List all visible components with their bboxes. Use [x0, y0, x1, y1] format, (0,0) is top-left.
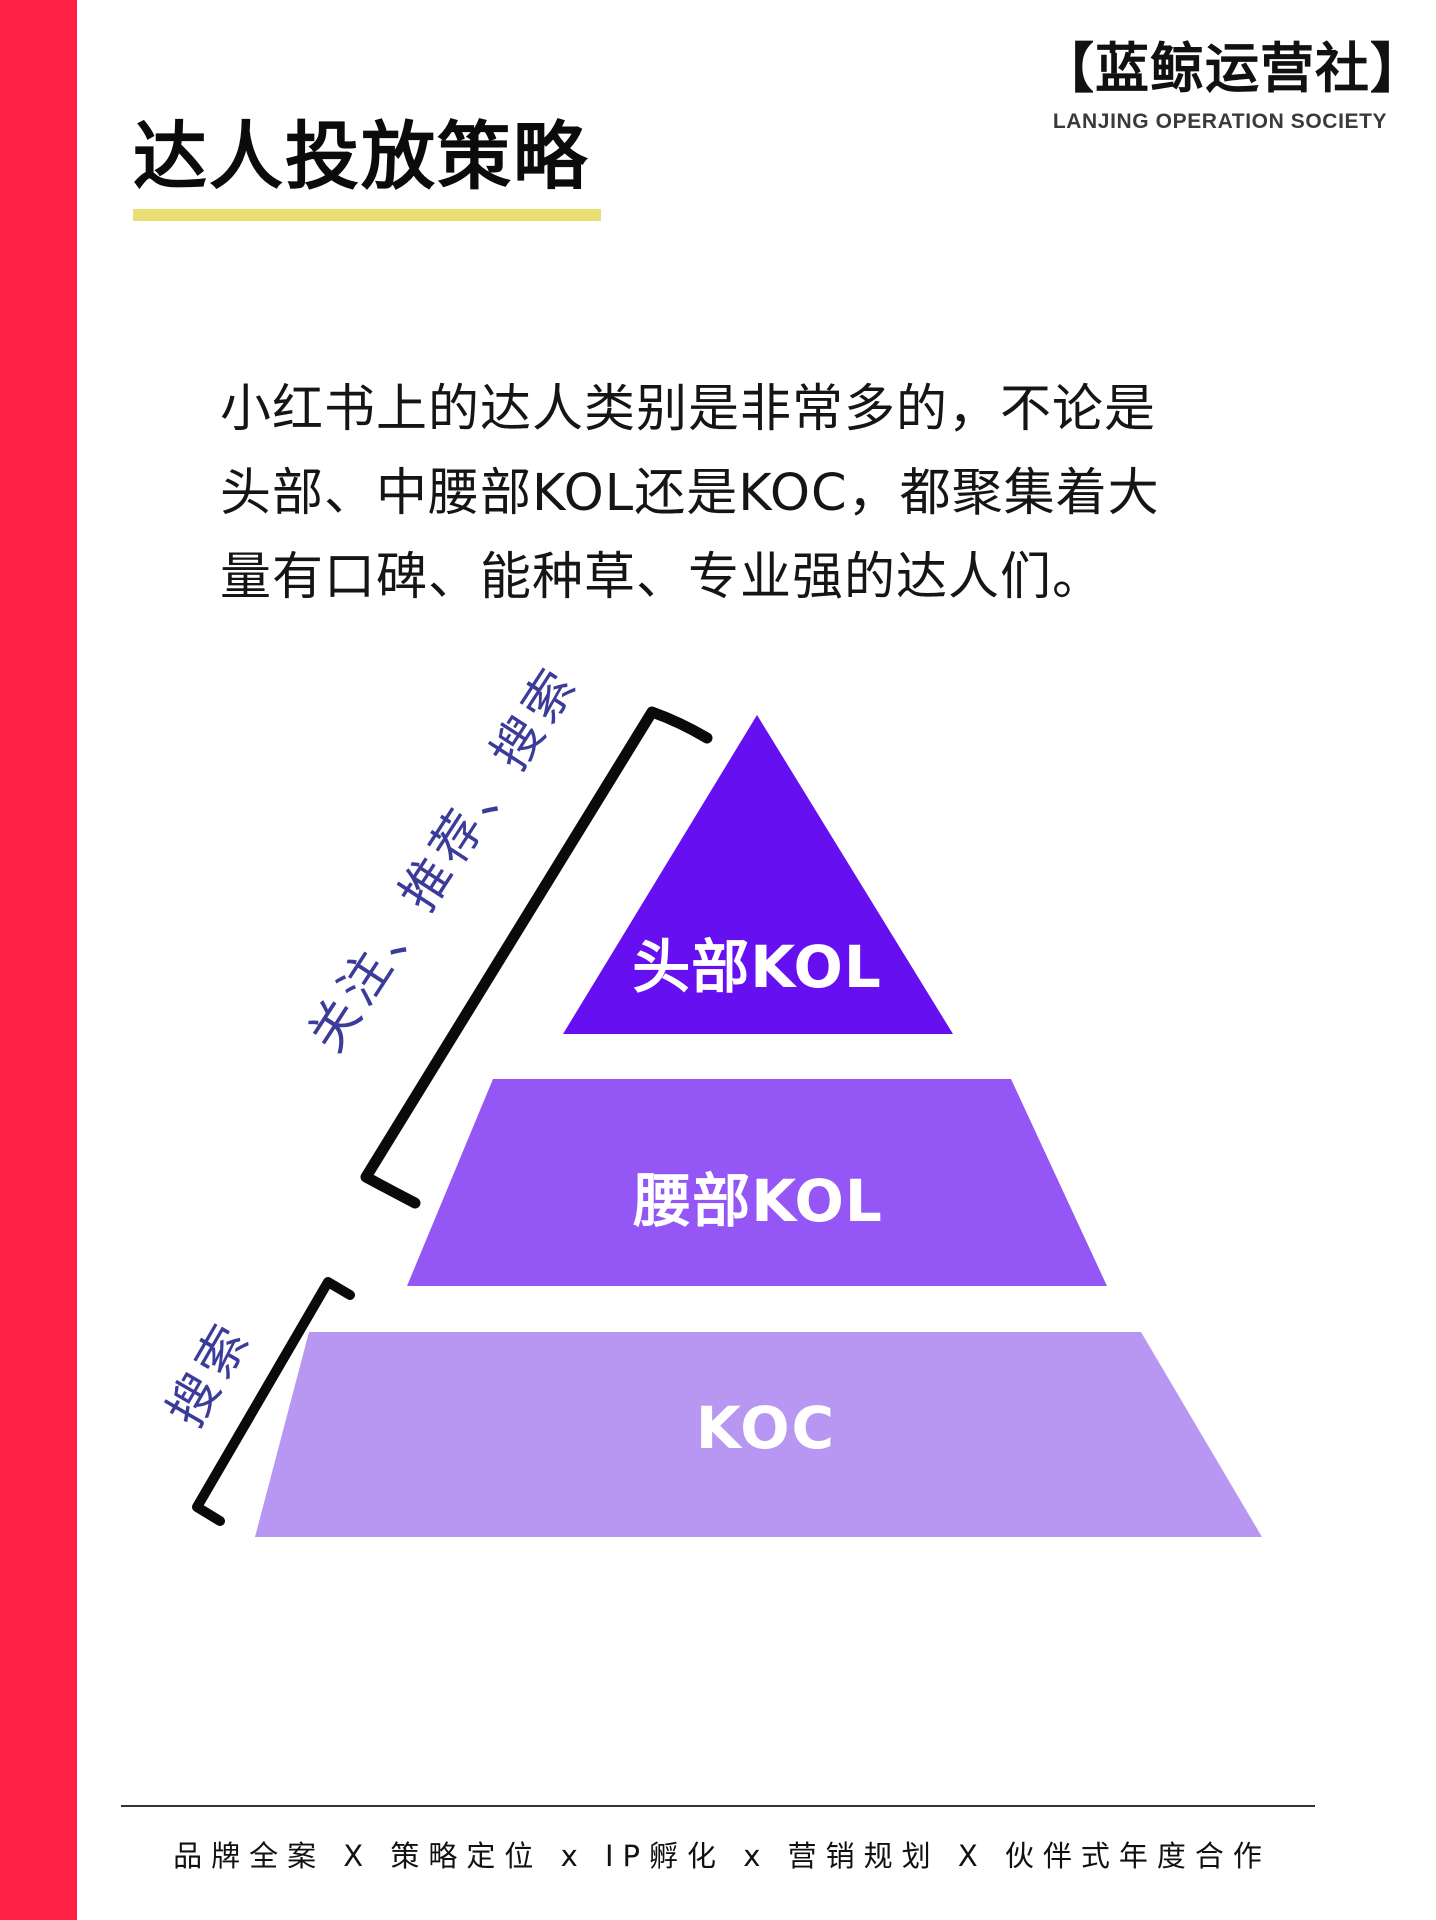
brand-name-en: LANJING OPERATION SOCIETY	[1052, 110, 1388, 133]
title-underline	[133, 209, 601, 221]
intro-line: 量有口碑、能种草、专业强的达人们。	[220, 548, 1105, 607]
pyramid-tier-bottom	[255, 1332, 1262, 1537]
side-accent-bar	[0, 0, 77, 1920]
footer-divider	[121, 1805, 1315, 1807]
brand-logo: 【蓝鲸运营社】 LANJING OPERATION SOCIETY	[1040, 36, 1425, 136]
footer-tagline: 品牌全案 X 策略定位 x IP孵化 x 营销规划 X 伙伴式年度合作	[173, 1839, 1271, 1873]
pyramid-tier-middle	[407, 1079, 1107, 1286]
intro-line: 头部、中腰部KOL还是KOC，都聚集着大	[220, 464, 1160, 523]
pyramid-tier-top	[563, 715, 953, 1034]
brand-name-cn: 【蓝鲸运营社】	[1040, 37, 1425, 100]
annotation-follow-recommend-search: 关注、推荐、搜索	[297, 654, 590, 1062]
intro-paragraph: 小红书上的达人类别是非常多的，不论是 头部、中腰部KOL还是KOC，都聚集着大 …	[220, 368, 1310, 620]
bracket-lower	[192, 1277, 355, 1526]
bracket-upper	[360, 706, 713, 1209]
intro-line: 小红书上的达人类别是非常多的，不论是	[220, 380, 1157, 439]
page-title: 达人投放策略	[133, 114, 589, 200]
